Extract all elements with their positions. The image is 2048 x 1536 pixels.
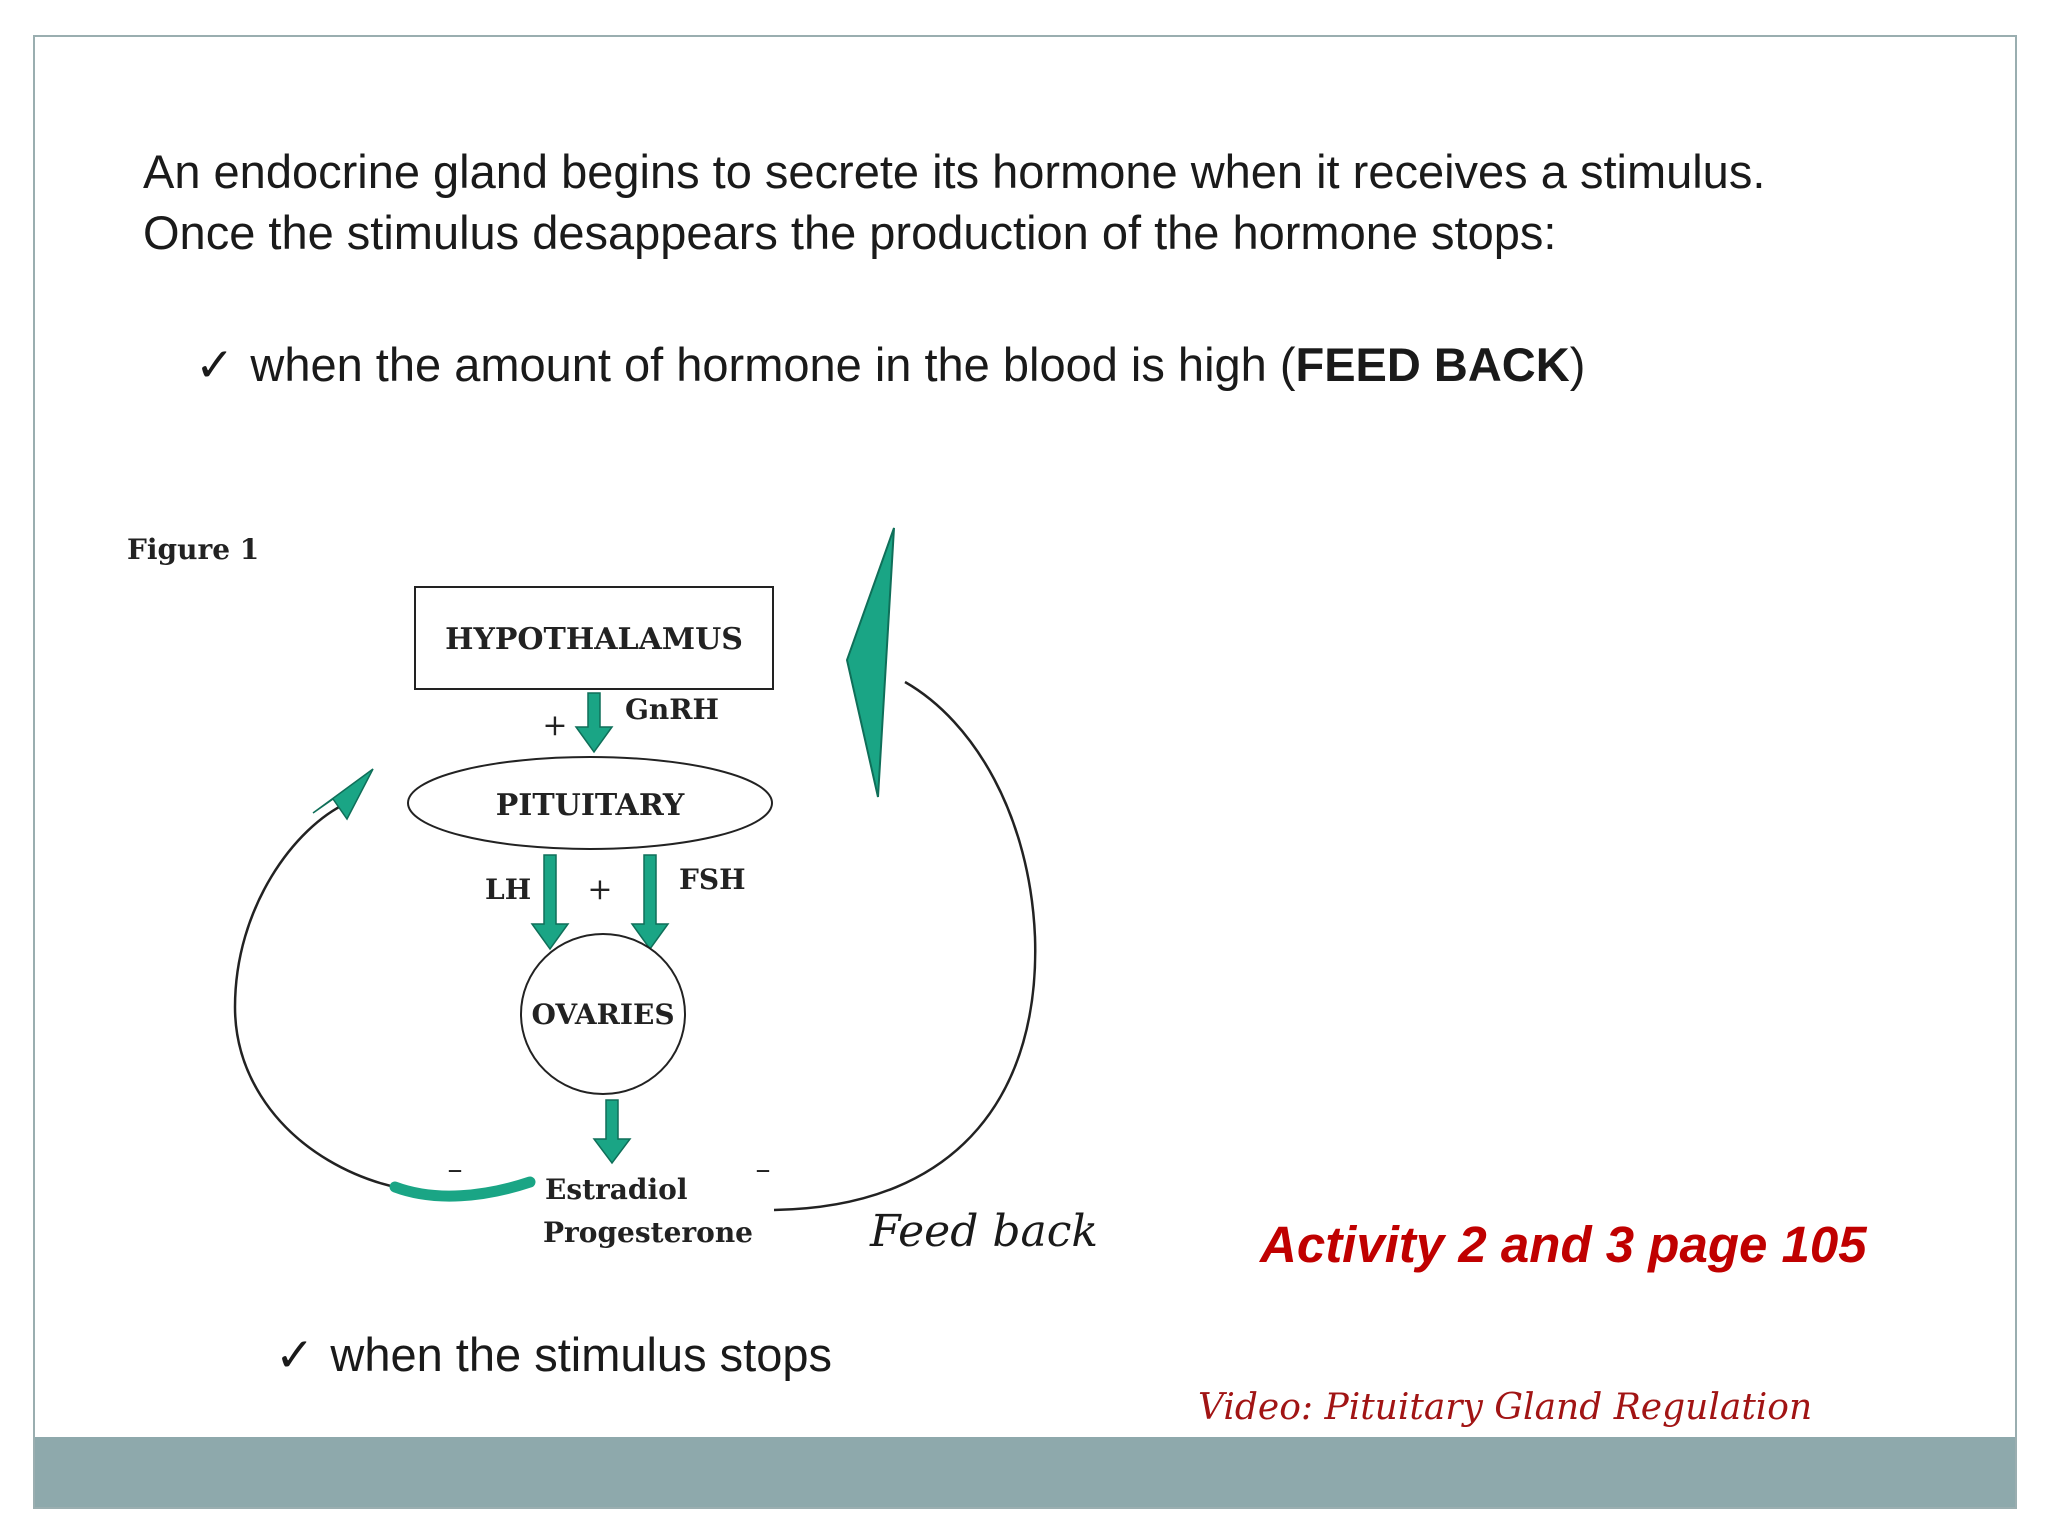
feedback-label: Feed back <box>869 1206 1098 1257</box>
hypothalamus-box <box>414 586 774 690</box>
fsh-label: FSH <box>679 863 746 896</box>
lh-fsh-plus: + <box>587 872 612 907</box>
check-icon: ✓ <box>195 338 235 391</box>
fsh-arrow <box>630 854 670 951</box>
estradiol-label: Estradiol <box>545 1173 687 1206</box>
hormone-arrow <box>592 1099 632 1165</box>
lh-label: LH <box>485 873 531 906</box>
pituitary-ellipse <box>407 756 773 850</box>
intro-line-2: Once the stimulus desappears the product… <box>143 206 1557 259</box>
check-icon: ✓ <box>275 1328 315 1381</box>
gnrh-plus: + <box>542 708 567 743</box>
bullet-stimulus-text: when the stimulus stops <box>330 1328 832 1381</box>
lh-arrow <box>530 854 570 951</box>
bullet-feedback-text: when the amount of hormone in the blood … <box>250 338 1296 391</box>
activity-reference: Activity 2 and 3 page 105 <box>1260 1216 1867 1273</box>
feedback-arrowhead <box>845 527 895 798</box>
pituitary-label: PITUITARY <box>496 788 685 823</box>
ovaries-label: OVARIES <box>531 998 674 1031</box>
left-feedback-loop <box>233 801 531 1195</box>
video-link[interactable]: Video: Pituitary Gland Regulation <box>1198 1387 1813 1428</box>
footer-bar <box>35 1437 2015 1507</box>
left-feedback-band <box>389 1176 536 1202</box>
right-minus: – <box>756 1152 771 1187</box>
feedback-diagram: Figure 1 HYPOTHALAMUS + GnRH PITUITARY L… <box>127 527 1098 1257</box>
ovaries-ellipse <box>520 933 686 1095</box>
intro-text: An endocrine gland begins to secrete its… <box>143 141 1943 263</box>
hypothalamus-label: HYPOTHALAMUS <box>445 622 743 657</box>
bullet-feedback-suffix: ) <box>1569 338 1586 391</box>
slide: An endocrine gland begins to secrete its… <box>33 35 2017 1509</box>
left-minus: – <box>448 1152 463 1187</box>
bullet-stimulus: ✓ when the stimulus stops <box>275 1327 832 1383</box>
bullet-feedback-bold: FEED BACK <box>1295 338 1570 391</box>
left-feedback-arrowhead <box>312 768 374 821</box>
bullet-feedback: ✓ when the amount of hormone in the blood… <box>195 337 1585 393</box>
progesterone-label: Progesterone <box>543 1216 753 1249</box>
intro-line-1: An endocrine gland begins to secrete its… <box>143 145 1766 198</box>
gnrh-label: GnRH <box>625 693 719 726</box>
right-feedback-loop <box>773 680 1037 1212</box>
gnrh-arrow <box>574 692 614 754</box>
figure-caption: Figure 1 <box>127 533 259 566</box>
